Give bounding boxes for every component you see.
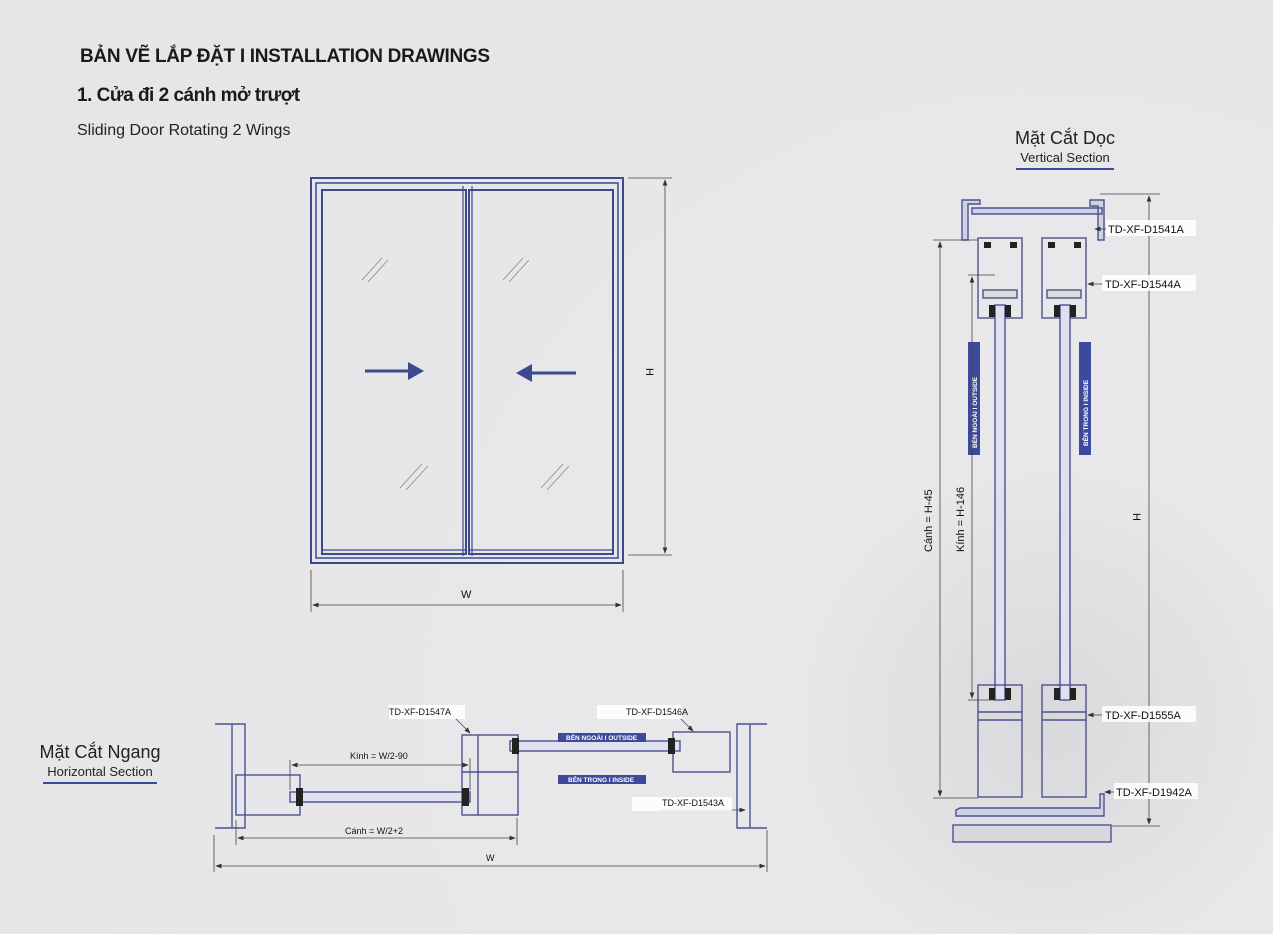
inside-tag-horizontal-text: BÊN TRONG I INSIDE: [568, 775, 635, 784]
outside-tag-text: BÊN NGOÀI I OUTSIDE: [970, 376, 979, 448]
vertical-section-heading: Mặt Cắt Dọc Vertical Section: [995, 128, 1135, 170]
profile-D1546A: [672, 731, 731, 773]
page-title: BẢN VẼ LẮP ĐẶT I INSTALLATION DRAWINGS: [80, 46, 490, 67]
profile-D1555A-right: [1041, 684, 1087, 798]
glass-right-horizontal: [509, 740, 681, 752]
profile-D1543A: [736, 723, 767, 829]
arrow-left-icon: [516, 364, 576, 382]
profile-label-D1543A: TD-XF-D1543A: [662, 798, 724, 808]
glass-right: [1059, 304, 1071, 701]
horizontal-section-drawing: [215, 723, 767, 829]
profile-label-D1541A: TD-XF-D1541A: [1108, 224, 1184, 236]
glass-dimension-label: Kính = H-146: [955, 487, 967, 552]
profile-label-D1546A: TD-XF-D1546A: [626, 707, 688, 717]
horizontal-section-subtitle: Horizontal Section: [43, 764, 157, 784]
outer-frame: [310, 177, 624, 564]
outside-tag-horizontal: [558, 733, 646, 742]
vertical-dimensions: [933, 193, 1160, 827]
front-elevation: [310, 177, 624, 564]
right-sash: [468, 189, 614, 555]
glass-left: [994, 304, 1006, 701]
horizontal-section-title: Mặt Cắt Ngang: [39, 742, 161, 762]
horizontal-dimensions: [213, 717, 768, 872]
arrow-right-icon: [365, 362, 424, 380]
horizontal-section-heading: Mặt Cắt Ngang Horizontal Section: [30, 742, 170, 784]
profile-label-D1544A: TD-XF-D1544A: [1105, 279, 1181, 291]
gaskets-horizontal: [296, 738, 675, 806]
profile-left-frame: [215, 723, 246, 829]
vertical-section-drawing: [952, 199, 1112, 843]
product-title: 1. Cửa đi 2 cánh mở trượt: [77, 85, 300, 106]
glass-width-label: Kính = W/2-90: [350, 751, 408, 761]
inside-tag-text: BÊN TRONG I INSIDE: [1081, 379, 1090, 446]
outside-tag-horizontal-text: BÊN NGOÀI I OUTSIDE: [566, 733, 638, 742]
sash-width-label: Cánh = W/2+2: [345, 826, 403, 836]
profile-D1541A: [961, 199, 1105, 241]
profile-D1555A-left: [977, 684, 1023, 798]
profile-label-D1555A: TD-XF-D1555A: [1105, 710, 1181, 722]
glass-hatch-icon: [361, 257, 570, 491]
sash-dimension-label: Cánh = H-45: [923, 489, 935, 552]
left-sash: [321, 189, 467, 555]
front-height-label: H: [643, 368, 655, 376]
profile-D1942A: [955, 793, 1105, 817]
vertical-section-title: Mặt Cắt Dọc: [1014, 128, 1116, 148]
front-dimensions: [310, 177, 672, 612]
inner-frame: [315, 182, 619, 559]
floor-base: [952, 824, 1112, 843]
front-width-label: W: [461, 589, 472, 601]
inside-tag-horizontal: [558, 775, 646, 784]
product-description: Sliding Door Rotating 2 Wings: [77, 122, 291, 139]
glass-left-horizontal: [289, 791, 471, 803]
profile-label-D1942A: TD-XF-D1942A: [1116, 787, 1192, 799]
vertical-section-subtitle: Vertical Section: [1016, 150, 1114, 170]
total-width-label: W: [486, 853, 495, 863]
inside-tag-vertical: [1079, 342, 1091, 455]
gaskets: [984, 242, 1081, 700]
profile-label-D1547A: TD-XF-D1547A: [389, 707, 451, 717]
height-dimension-label: H: [1130, 513, 1142, 521]
profile-D1547A: [461, 734, 519, 816]
